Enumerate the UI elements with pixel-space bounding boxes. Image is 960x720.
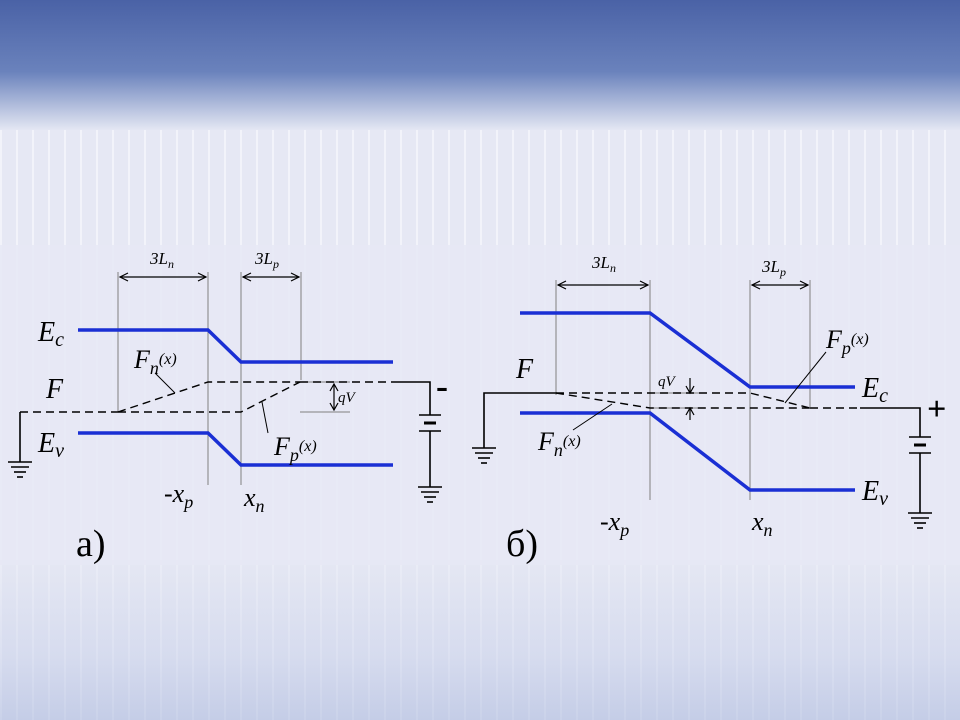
label-ev-b: Ev	[861, 476, 888, 510]
label-minus-xp-b: -xp	[600, 507, 629, 540]
label-fp-b: Fp(x)	[825, 325, 869, 358]
conduction-band-b	[520, 311, 855, 389]
label-qv-a: qV	[338, 390, 357, 406]
valence-band-a	[78, 431, 393, 467]
dim-3lp-arrow-left-b	[750, 280, 761, 290]
leaders-a	[154, 372, 269, 434]
dim-3lp-arrow-right	[290, 272, 301, 282]
conduction-band-a	[78, 328, 393, 364]
diagram-area	[0, 245, 960, 565]
label-minus-xp-a: -xp	[164, 479, 193, 512]
panel-b	[472, 280, 932, 529]
label-xn-b: xn	[751, 507, 773, 540]
label-fp-a: Fp(x)	[273, 432, 317, 465]
caption-a: а)	[76, 523, 106, 565]
dimension-arrows-b	[556, 280, 810, 420]
label-3ln-a: 3Ln	[149, 249, 174, 271]
polarity-a: -	[436, 366, 448, 406]
fn-leader-a	[154, 372, 176, 394]
left-wire-b	[483, 392, 556, 448]
label-xn-a: xn	[243, 483, 265, 516]
label-fn-b: Fn(x)	[537, 427, 581, 460]
label-ev-a: Ev	[37, 428, 64, 462]
qv-arrow-up	[329, 382, 339, 392]
qv-arrow-down	[329, 402, 339, 412]
polarity-b: +	[927, 391, 946, 428]
valence-band-b	[520, 411, 855, 492]
panel-a-labels: 3Ln 3Lp Ec Ev F Fn(x) Fp(x) qV -xp xn - …	[37, 249, 448, 565]
label-3lp-a: 3Lp	[254, 249, 279, 271]
label-fn-a: Fn(x)	[133, 345, 177, 378]
circuit-b	[472, 392, 932, 529]
dim-3ln-arrow-left	[118, 272, 129, 282]
fn-leader-b	[572, 403, 613, 431]
label-3lp-b: 3Lp	[761, 257, 786, 279]
fn-quasi-fermi-b	[556, 392, 811, 409]
dim-3ln-arrow-left-b	[556, 280, 567, 290]
header-band	[0, 0, 960, 130]
caption-b: б)	[506, 523, 538, 565]
fp-quasi-fermi-a	[118, 381, 301, 413]
label-ec-b: Ec	[861, 373, 888, 407]
footer-band	[0, 560, 960, 720]
fn-quasi-fermi-a	[117, 381, 300, 413]
panel-b-labels: 3Ln 3Lp Ec Ev F Fn(x) Fp(x) qV -xp xn + …	[506, 253, 946, 565]
label-ec-a: Ec	[37, 317, 64, 351]
guide-lines	[117, 272, 350, 485]
label-3ln-b: 3Ln	[591, 253, 616, 275]
dim-3lp-arrow-left	[241, 272, 252, 282]
dimension-arrows	[118, 272, 339, 412]
circuit-a	[8, 381, 442, 503]
label-qv-b: qV	[658, 374, 677, 390]
guide-lines-b	[555, 280, 811, 500]
dim-3ln-arrow-right-b	[639, 280, 650, 290]
fp-leader-a	[261, 401, 269, 434]
label-fermi-a: F	[45, 374, 64, 405]
dim-3lp-arrow-right-b	[799, 280, 810, 290]
leaders-b	[572, 351, 827, 431]
dim-3ln-arrow-right	[197, 272, 208, 282]
fp-quasi-fermi-b	[555, 392, 810, 409]
right-wire-a	[393, 381, 431, 415]
right-wire-b	[860, 407, 921, 437]
panel-a	[8, 272, 442, 503]
fp-leader-b	[784, 351, 827, 404]
label-fermi-b: F	[515, 354, 534, 385]
